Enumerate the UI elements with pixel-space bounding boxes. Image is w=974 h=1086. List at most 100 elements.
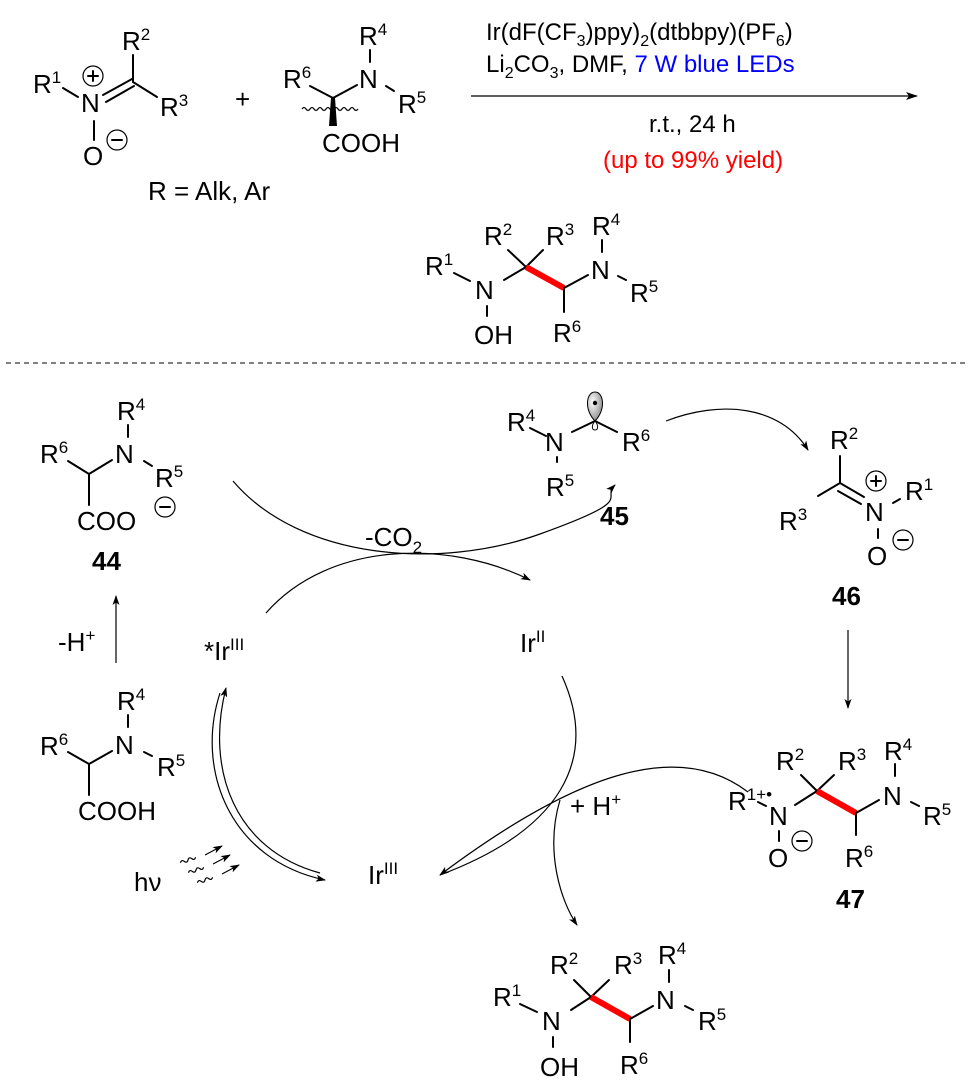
atom-label: N [81, 88, 100, 118]
reduction-arrow [439, 766, 749, 876]
reduced-iridium-label: IrII [520, 627, 545, 658]
reaction-conditions: Ir(dF(CF3)ppy)2(dtbbpy)(PF6) Li2CO3, DMF… [471, 19, 918, 174]
atom-label: R5 [923, 800, 951, 831]
atom-label: R1 [425, 250, 453, 281]
bond [529, 427, 547, 437]
nitrone-reactant: R1 N R2 R3 O R = Alk, Ar [33, 25, 270, 206]
bond [837, 490, 862, 505]
atom-label: R2 [830, 424, 858, 455]
atom-label: R2 [550, 949, 578, 980]
bond [507, 249, 527, 268]
atom-label: OH [540, 1052, 579, 1082]
atom-label: R3 [614, 949, 642, 980]
plus-sign-icon [87, 70, 99, 82]
p-orbital-lower-lobe [591, 420, 599, 431]
atom-label: O [867, 541, 887, 571]
bond [855, 799, 880, 814]
atom-label: R2 [122, 25, 150, 56]
atom-label: R1 [33, 68, 61, 99]
wedge-bond [329, 98, 337, 126]
atom-label: N [359, 64, 378, 94]
bond [910, 801, 920, 807]
bond [525, 249, 544, 268]
atom-label: R6 [845, 842, 873, 873]
bond [892, 498, 901, 504]
radical-dot-icon [592, 400, 598, 406]
atom-label: R2 [484, 220, 512, 251]
bond [629, 1005, 654, 1020]
p-orbital-icon [587, 391, 603, 422]
atom-label: R4 [507, 406, 535, 437]
atom-label: R4 [884, 735, 912, 766]
atom-label: R6 [283, 63, 311, 94]
negative-charge-icon [892, 529, 914, 551]
atom-label: N [115, 439, 134, 469]
atom-label: N [545, 427, 564, 457]
bond [105, 85, 135, 103]
temperature-time-text: r.t., 24 h [649, 111, 736, 138]
atom-label: R3 [160, 91, 188, 122]
compound-number: 44 [92, 546, 121, 576]
atom-label: COOH [78, 796, 156, 826]
atom-label: COOH [322, 128, 400, 158]
bond [563, 274, 589, 289]
bond [816, 774, 835, 792]
catalyst-text: Ir(dF(CF3)ppy)2(dtbbpy)(PF6) [486, 19, 793, 50]
amino-acid-substrate: R6 N R4 R5 COOH [40, 685, 185, 826]
decarboxylation-label: -CO2 [365, 522, 422, 557]
bond [570, 996, 592, 1011]
bond [67, 751, 90, 765]
compound-46-nitrone: R2 R3 N R1 O 46 [779, 424, 933, 611]
protonation-arrow [553, 799, 578, 926]
atom-label: R5 [630, 277, 658, 308]
new-cc-bond [524, 264, 566, 291]
atom-label: R1 [493, 981, 521, 1012]
bond [332, 84, 358, 99]
atom-label: N [542, 1006, 561, 1036]
bond [617, 275, 627, 281]
bond [143, 460, 153, 467]
excited-iridium-label: *IrIII [204, 635, 244, 666]
bond [839, 482, 865, 498]
atom-label: R5 [155, 462, 183, 493]
bond [143, 751, 153, 757]
atom-label: R1+• [728, 785, 772, 816]
base-solvent-light-text: Li2CO3, DMF, 7 W blue LEDs [486, 51, 795, 82]
bond [800, 774, 818, 792]
atom-label: R4 [592, 210, 620, 241]
catalyst-regeneration-arc [439, 675, 577, 876]
atom-label: N [769, 801, 788, 831]
bond [385, 85, 395, 92]
bond [794, 790, 818, 806]
bond [453, 272, 471, 282]
new-cc-bond [815, 788, 858, 816]
atom-label: O [768, 843, 788, 873]
excitation-arrow [211, 692, 326, 882]
atom-label: R6 [622, 426, 650, 457]
light-label: hν [134, 867, 161, 897]
negative-charge-icon [791, 830, 813, 852]
radical-addition-arrow [665, 408, 809, 451]
bond [503, 266, 527, 281]
deprotonation-label: -H+ [58, 626, 95, 657]
atom-label: COO [77, 506, 136, 536]
bond [757, 801, 767, 807]
bond [62, 87, 79, 98]
atom-label: R4 [117, 685, 145, 716]
atom-label: R6 [40, 730, 68, 761]
positive-charge-icon [82, 65, 104, 87]
bond [817, 482, 841, 497]
atom-label: N [656, 985, 675, 1015]
positive-charge-icon [865, 470, 887, 492]
atom-label: R5 [398, 88, 426, 119]
atom-label: N [115, 730, 134, 760]
protonation-label: + H+ [570, 790, 621, 821]
compound-number: 45 [600, 501, 629, 531]
atom-label: R2 [776, 745, 804, 776]
light-waves-icon [179, 845, 240, 883]
atom-label: OH [474, 320, 513, 350]
final-product: R1 N OH R2 R3 R6 N R4 R5 [493, 939, 726, 1082]
bond [102, 78, 133, 96]
atom-label: N [475, 275, 494, 305]
